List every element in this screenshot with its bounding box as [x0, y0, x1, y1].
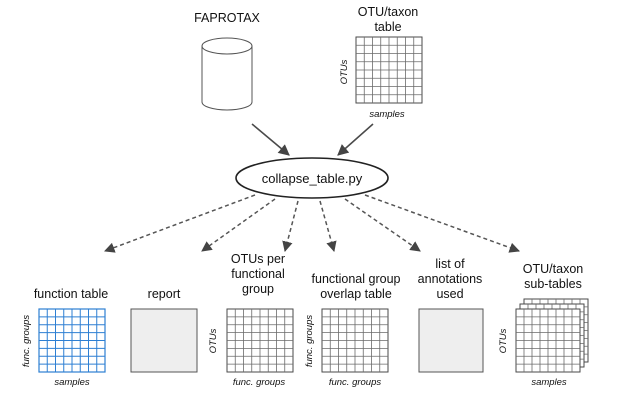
otu-taxon-input-table: OTU/taxon table OTUs samples: [339, 5, 423, 120]
faprotax-database: FAPROTAX: [194, 11, 261, 111]
arrow-to-function-table: [104, 194, 256, 253]
output-function-table: function table func. groups samples: [21, 287, 108, 388]
overlap-table-row-axis: func. groups: [304, 315, 315, 368]
otu-table-col-axis: samples: [369, 109, 405, 120]
output-annotations: list of annotations used: [418, 257, 484, 373]
arrow-to-subtables: [364, 194, 520, 253]
function-table-label: function table: [34, 287, 108, 301]
otu-table-label-line1: OTU/taxon: [358, 5, 418, 19]
report-label: report: [148, 287, 181, 301]
otus-per-group-grid: [226, 308, 294, 373]
output-report: report: [130, 287, 198, 373]
subtables-col-axis: samples: [531, 377, 567, 388]
report-box: [130, 308, 198, 373]
annotations-line1: list of: [435, 257, 465, 271]
overlap-table-col-axis: func. groups: [329, 377, 382, 388]
output-subtables: OTU/taxon sub-tables OTUs samples: [498, 262, 589, 388]
annotations-line3: used: [436, 287, 463, 301]
otu-table-row-axis: OTUs: [339, 59, 350, 84]
overlap-table-grid: [321, 308, 389, 373]
faprotax-label: FAPROTAX: [194, 11, 260, 25]
arrow-to-otus-per-group: [282, 200, 299, 253]
output-otus-per-group: OTUs per functional group OTUs func. gro…: [208, 252, 294, 388]
collapse-table-script: collapse_table.py: [235, 157, 389, 199]
subtable-grid-front: [515, 308, 581, 373]
otus-per-group-col-axis: func. groups: [233, 377, 286, 388]
otus-per-group-row-axis: OTUs: [208, 328, 219, 353]
annotations-line2: annotations: [418, 272, 483, 286]
otus-per-group-line2: functional: [231, 267, 285, 281]
overlap-table-line2: overlap table: [320, 287, 392, 301]
subtables-line2: sub-tables: [524, 277, 582, 291]
arrow-table-to-script: [337, 123, 374, 156]
overlap-table-line1: functional group: [312, 272, 401, 286]
function-table-row-axis: func. groups: [21, 315, 32, 368]
subtables-row-axis: OTUs: [498, 328, 509, 353]
subtables-line1: OTU/taxon: [523, 262, 583, 276]
function-table-grid: [38, 308, 106, 373]
otu-table-grid: [355, 36, 423, 104]
otu-table-label-line2: table: [374, 20, 401, 34]
arrow-to-annotations: [344, 198, 421, 252]
annotations-box: [418, 308, 484, 373]
otus-per-group-line1: OTUs per: [231, 252, 285, 266]
output-overlap-table: functional group overlap table func. gro…: [304, 272, 401, 388]
arrow-database-to-script: [251, 123, 290, 156]
arrow-to-report: [201, 198, 276, 252]
arrow-to-overlap-table: [319, 200, 337, 253]
otus-per-group-line3: group: [242, 282, 274, 296]
function-table-col-axis: samples: [54, 377, 90, 388]
script-name: collapse_table.py: [262, 171, 363, 186]
database-cylinder-icon: [201, 46, 253, 111]
